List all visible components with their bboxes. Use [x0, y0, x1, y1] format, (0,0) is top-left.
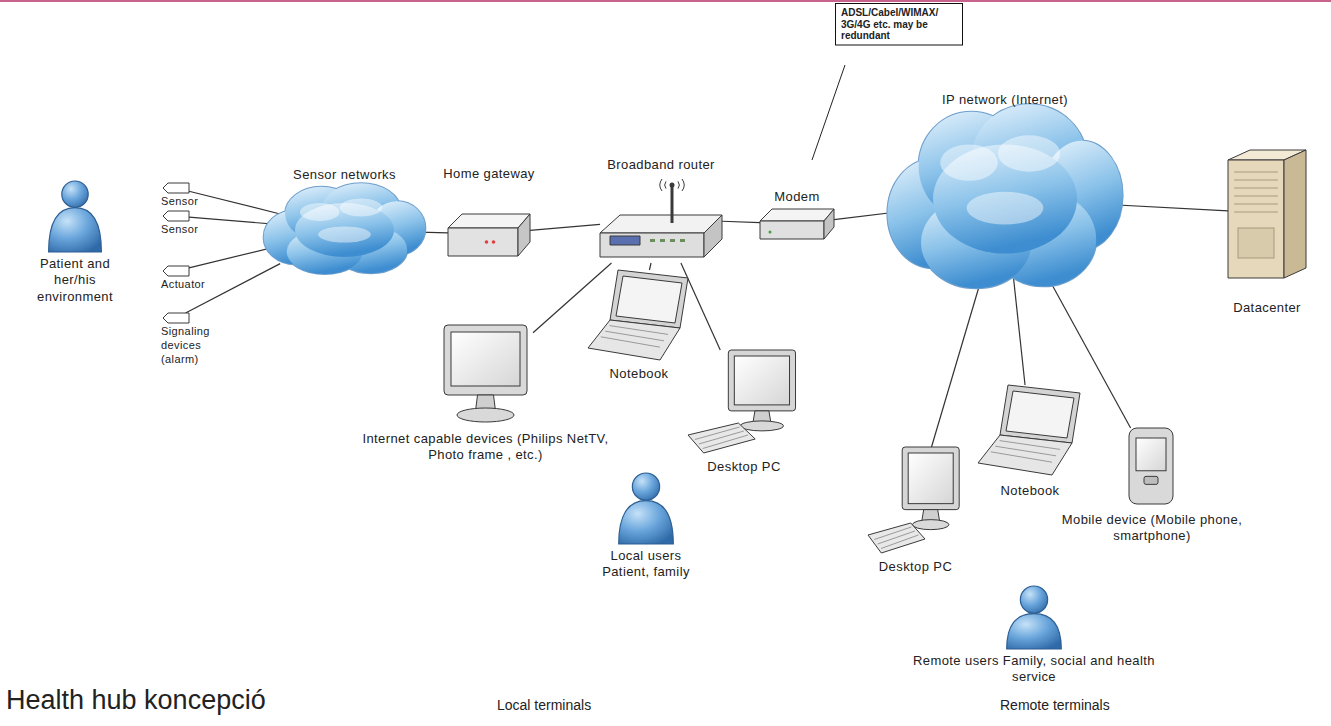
- node-label: Notebook: [610, 366, 669, 382]
- node-label: Broadband router: [607, 157, 715, 173]
- modem-device: Modem: [760, 207, 834, 241]
- callout-pointer: [812, 65, 845, 160]
- slide-border: [0, 0, 1331, 2]
- person-figure: Remote users Family, social and health s…: [1003, 585, 1065, 649]
- section-label: Local terminals: [497, 697, 591, 713]
- person-figure-icon: [45, 180, 105, 252]
- node-label: Patient and her/his environment: [20, 256, 130, 305]
- node-label: Mobile device (Mobile phone, smartphone): [1047, 512, 1257, 545]
- page-title: Health hub koncepció: [6, 686, 266, 714]
- node-label: Home gateway: [443, 166, 535, 182]
- section-label: Remote terminals: [1000, 697, 1110, 713]
- gateway-device: Home gateway: [448, 212, 530, 256]
- desktop-device-icon: [688, 350, 800, 455]
- router-device-icon: [600, 175, 722, 263]
- node-label: Sensor networks: [293, 167, 396, 183]
- node-label: Local users Patient, family: [586, 548, 706, 581]
- tv-device: Internet capable devices (Philips NetTV,…: [438, 325, 533, 425]
- notebook-device: Notebook: [978, 385, 1082, 477]
- node-label: Internet capable devices (Philips NetTV,…: [351, 431, 621, 464]
- datacenter-server: Datacenter: [1228, 148, 1306, 278]
- desktop-device: Desktop PC: [688, 350, 800, 455]
- alarm-device: Signaling devices (alarm): [163, 313, 189, 323]
- notebook-device-icon: [588, 270, 690, 362]
- desktop-device-icon: [868, 447, 963, 555]
- desktop-device: Desktop PC: [868, 447, 963, 555]
- gateway-device-icon: [448, 212, 530, 256]
- network-link: [189, 217, 280, 225]
- sensor-device: Sensor: [163, 183, 189, 193]
- node-label: Modem: [774, 189, 819, 205]
- mobile-device-icon: [1128, 428, 1176, 506]
- network-link: [530, 224, 600, 230]
- network-link: [189, 191, 280, 214]
- network-link: [722, 221, 760, 222]
- node-label: ADSL/Cabel/WIMAX/ 3G/4G etc. may be redu…: [835, 3, 963, 46]
- node-label: Remote users Family, social and health s…: [909, 653, 1159, 686]
- person-figure-icon: [615, 472, 677, 544]
- person-figure: Patient and her/his environment: [45, 180, 105, 252]
- modem-device-icon: [760, 207, 834, 241]
- person-figure: Local users Patient, family: [615, 472, 677, 544]
- network-cloud: IP network (Internet): [885, 108, 1125, 290]
- node-label: Signaling devices (alarm): [161, 325, 221, 366]
- tv-device-icon: [438, 325, 533, 425]
- person-figure-icon: [1003, 585, 1065, 649]
- node-label: Actuator: [161, 278, 205, 292]
- router-device: Broadband router: [600, 175, 722, 263]
- network-cloud-icon: [262, 185, 427, 275]
- node-label: Sensor: [161, 195, 198, 209]
- network-link: [1013, 270, 1025, 385]
- network-cloud-icon: [885, 108, 1125, 290]
- network-cloud: Sensor networks: [262, 185, 427, 275]
- actuator-device: Actuator: [163, 266, 189, 276]
- network-link: [649, 263, 651, 270]
- node-label: IP network (Internet): [942, 92, 1068, 108]
- sensor-device: Sensor: [163, 211, 189, 221]
- notebook-device-icon: [978, 385, 1082, 477]
- node-label: Sensor: [161, 223, 198, 237]
- notebook-device: Notebook: [588, 270, 690, 362]
- mobile-device: Mobile device (Mobile phone, smartphone): [1128, 428, 1176, 506]
- node-label: Desktop PC: [707, 459, 780, 475]
- network-link: [932, 270, 984, 447]
- sensor-device-icon: [163, 183, 189, 193]
- datacenter-server-icon: [1228, 148, 1306, 278]
- alarm-device-icon: [163, 313, 189, 323]
- node-label: Datacenter: [1233, 300, 1301, 316]
- network-link: [533, 263, 612, 333]
- network-link: [681, 263, 720, 350]
- callout-box: ADSL/Cabel/WIMAX/ 3G/4G etc. may be redu…: [835, 3, 963, 46]
- actuator-device-icon: [163, 266, 189, 276]
- node-label: Desktop PC: [879, 559, 952, 575]
- sensor-device-icon: [163, 211, 189, 221]
- node-label: Notebook: [1001, 483, 1060, 499]
